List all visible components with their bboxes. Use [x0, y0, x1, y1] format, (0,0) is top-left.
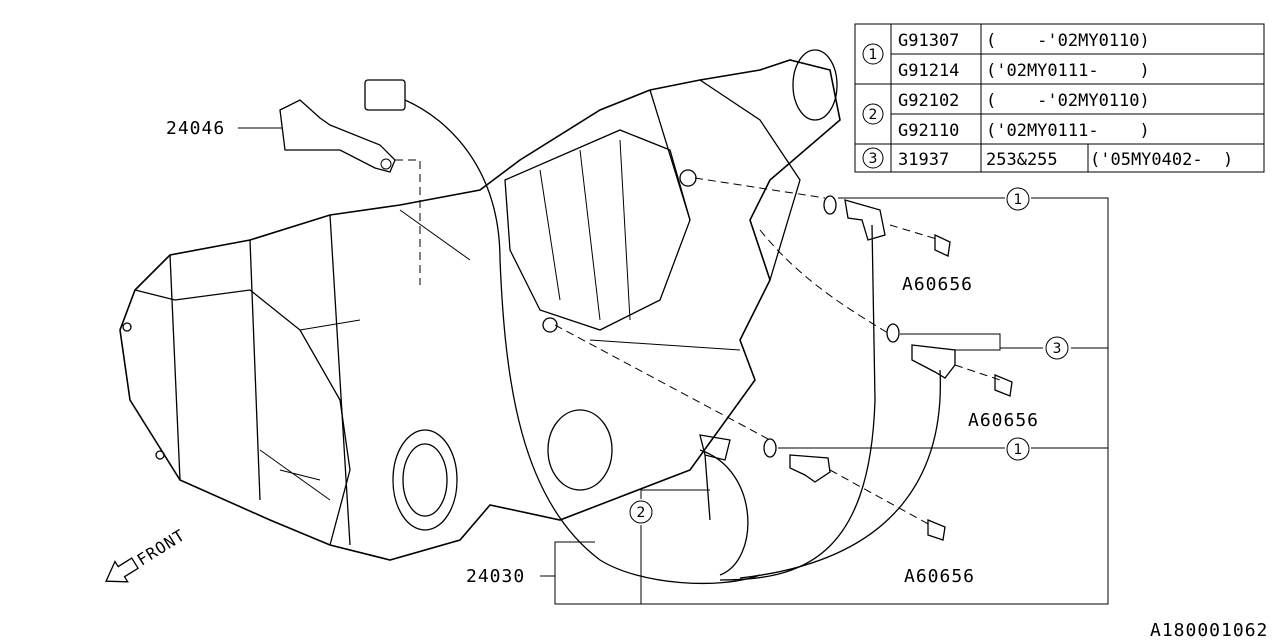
front-label: FRONT [134, 525, 189, 569]
svg-text:1: 1 [1014, 442, 1023, 458]
svg-text:('05MY0402- ): ('05MY0402- ) [1090, 150, 1233, 170]
callout-harness-connector: 2 [629, 500, 653, 524]
leader-lines [238, 127, 1109, 605]
part-label-bolt-middle: A60656 [968, 410, 1039, 431]
speed-sensor-bottom [763, 438, 946, 541]
svg-text:1: 1 [1014, 192, 1023, 208]
speed-sensor-middle [886, 323, 1013, 397]
svg-text:('02MY0111- ): ('02MY0111- ) [986, 61, 1150, 81]
svg-text:253&255: 253&255 [986, 150, 1058, 170]
parts-table: 1 2 3 G91307 ( -'02MY0110) G91214 ('02MY… [854, 23, 1265, 173]
svg-text:G91214: G91214 [898, 61, 959, 81]
part-label-bolt-bottom: A60656 [904, 566, 975, 587]
callout-sensor-top: 1 [1006, 187, 1030, 211]
bracket-24046 [279, 99, 421, 285]
svg-text:31937: 31937 [898, 150, 949, 170]
svg-text:3: 3 [869, 151, 878, 167]
front-direction-indicator: FRONT [105, 525, 189, 583]
svg-text:2: 2 [637, 505, 646, 521]
svg-text:( -'02MY0110): ( -'02MY0110) [986, 91, 1150, 111]
part-label-24046: 24046 [166, 118, 225, 139]
svg-text:('02MY0111- ): ('02MY0111- ) [986, 121, 1150, 141]
svg-text:G92110: G92110 [898, 121, 959, 141]
callout-sensor-middle: 3 [1045, 336, 1069, 360]
svg-text:3: 3 [1053, 341, 1062, 357]
svg-text:G91307: G91307 [898, 31, 959, 51]
diagram-id: A180001062 [1150, 620, 1268, 640]
part-label-24030: 24030 [466, 566, 525, 587]
speed-sensor-top [823, 195, 951, 257]
svg-text:( -'02MY0110): ( -'02MY0110) [986, 31, 1150, 51]
svg-text:2: 2 [869, 107, 878, 123]
part-label-bolt-top: A60656 [902, 274, 973, 295]
svg-text:1: 1 [869, 47, 878, 63]
harness-connector [364, 79, 942, 585]
transmission-illustration [119, 49, 841, 561]
callout-sensor-bottom: 1 [1006, 437, 1030, 461]
svg-text:G92102: G92102 [898, 91, 959, 111]
